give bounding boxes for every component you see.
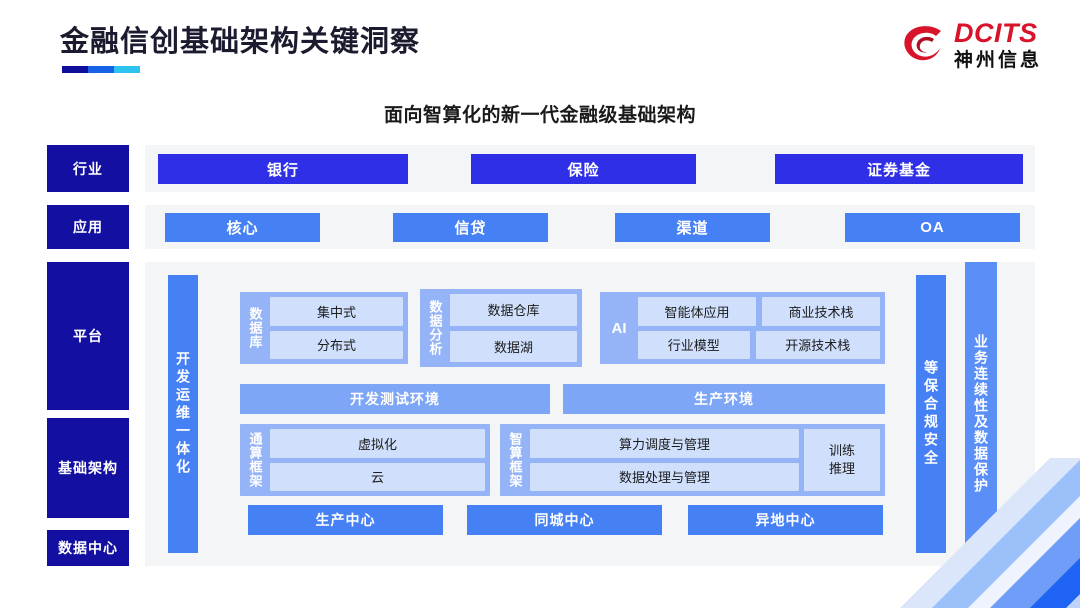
tile-training-inference[interactable]: 训练推理 [804,429,880,491]
vertical-bar-security: 等保合规安全 [916,275,946,553]
dc-bar-remote-center[interactable]: 异地中心 [688,505,883,535]
industry-chip-securities-fund[interactable]: 证券基金 [775,154,1023,184]
tier-label-industry: 行业 [47,145,129,192]
app-chip-oa[interactable]: OA [845,213,1020,242]
tile-commercial-stack[interactable]: 商业技术栈 [762,297,880,326]
tile-cloud[interactable]: 云 [270,462,485,491]
title-accent-rule [62,66,140,73]
deco-stripe-5 [1030,458,1080,608]
tile-opensource-stack[interactable]: 开源技术栈 [755,330,880,359]
page-title: 金融信创基础架构关键洞察 [60,26,421,58]
deco-stripe-6 [1066,458,1080,608]
logo-text-cn: 神州信息 [953,50,1042,71]
accent-segment-1 [62,66,88,73]
diagram-subtitle: 面向智算化的新一代金融级基础架构 [383,105,696,126]
group-caption-intelligent-compute: 智算框架 [507,432,523,488]
tier-label-infrastructure: 基础架构 [47,418,129,518]
group-intelligent-compute-framework: 智算框架 算力调度与管理 数据处理与管理 训练推理 [500,424,885,496]
group-caption-ai: AI [611,319,627,337]
env-bar-dev-test[interactable]: 开发测试环境 [240,384,550,414]
app-chip-credit[interactable]: 信贷 [393,213,548,242]
tile-compute-scheduling[interactable]: 算力调度与管理 [530,429,799,458]
group-caption-data-analytics: 数据分析 [427,300,443,356]
tile-data-warehouse[interactable]: 数据仓库 [450,294,577,326]
group-caption-general-compute: 通算框架 [247,432,263,488]
tile-agent-application[interactable]: 智能体应用 [638,297,756,326]
logo-text-en: DCITS [953,18,1038,48]
accent-segment-3 [114,66,140,73]
industry-chip-insurance[interactable]: 保险 [471,154,696,184]
env-bar-production[interactable]: 生产环境 [563,384,885,414]
tier-label-platform: 平台 [47,262,129,410]
industry-chip-bank[interactable]: 银行 [158,154,408,184]
dc-bar-production-center[interactable]: 生产中心 [248,505,443,535]
group-ai: AI 智能体应用 商业技术栈 行业模型 开源技术栈 [600,292,885,364]
dcits-swirl-icon [900,22,946,68]
group-database: 数据库 集中式 分布式 [240,292,408,364]
group-data-analytics: 数据分析 数据仓库 数据湖 [420,289,582,367]
brand-logo: DCITS 神州信息 [900,20,1042,70]
tier-label-application: 应用 [47,205,129,249]
group-general-compute-framework: 通算框架 虚拟化 云 [240,424,490,496]
accent-segment-2 [88,66,114,73]
tile-distributed[interactable]: 分布式 [270,330,403,359]
industry-row-panel: 银行 保险 证券基金 [145,145,1035,192]
app-chip-channel[interactable]: 渠道 [615,213,770,242]
app-chip-core[interactable]: 核心 [165,213,320,242]
application-row-panel: 核心 信贷 渠道 OA [145,205,1035,249]
vertical-bar-devops: 开发运维一体化 [168,275,198,553]
tile-virtualization[interactable]: 虚拟化 [270,429,485,458]
tile-industry-model[interactable]: 行业模型 [638,330,750,359]
dc-bar-metro-center[interactable]: 同城中心 [467,505,662,535]
group-caption-database: 数据库 [247,307,263,349]
tile-centralized[interactable]: 集中式 [270,297,403,326]
tier-label-datacenter: 数据中心 [47,530,129,566]
vertical-bar-business-continuity: 业务连续性及数据保护 [965,262,997,566]
tile-data-lake[interactable]: 数据湖 [450,330,577,362]
tile-data-processing[interactable]: 数据处理与管理 [530,462,799,491]
